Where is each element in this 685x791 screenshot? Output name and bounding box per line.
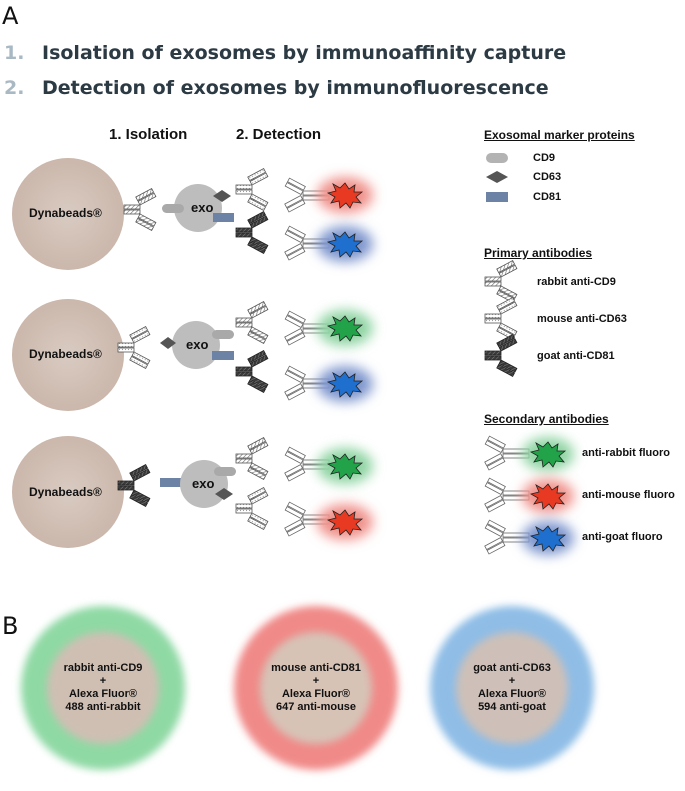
legend-markers-title: Exosomal marker proteins <box>484 128 635 142</box>
cd81-marker <box>212 351 234 360</box>
circle-3-line-2: + <box>508 675 516 687</box>
exosome <box>172 321 220 369</box>
circle-2-line-2: + <box>312 675 320 687</box>
circle-3-line-4: 594 anti-goat <box>478 701 546 713</box>
legend-cd63-label: CD63 <box>533 171 562 183</box>
legend-cd81-symbol <box>486 192 508 202</box>
column-header-detection: 2. Detection <box>236 126 322 143</box>
bead-core <box>47 632 159 744</box>
primary-antibody-rabbit <box>235 437 269 480</box>
legend-goat-antibody-symbol <box>484 334 518 377</box>
step-2-number: 2. <box>4 77 25 99</box>
step-2: 2. Detection of exosomes by immunofluores… <box>4 77 549 99</box>
dynabead <box>12 299 124 411</box>
legend-anti-goat-fluoro-label: anti-goat fluoro <box>582 531 663 543</box>
circle-3-line-3: Alexa Fluor® <box>477 688 546 700</box>
panel-b-circle-3-text: goat anti-CD63 + Alexa Fluor® 594 anti-g… <box>452 662 572 714</box>
panel-b-letter: B <box>2 612 19 640</box>
exo-label: exo <box>186 337 209 352</box>
primary-antibody-rabbit <box>235 301 269 344</box>
primary-antibody-mouse <box>235 487 269 530</box>
circle-3-line-1: goat anti-CD63 <box>473 662 551 674</box>
circle-1-line-1: rabbit anti-CD9 <box>63 662 143 674</box>
dynabead <box>12 158 124 270</box>
panel-b-circle-1-text: rabbit anti-CD9 + Alexa Fluor® 488 anti-… <box>43 662 163 714</box>
primary-antibody-goat <box>235 350 269 393</box>
cd81-marker <box>213 213 234 222</box>
dynabead <box>12 436 124 548</box>
legend-cd81-label: CD81 <box>533 191 562 203</box>
legend-rabbit-anti-cd9-label: rabbit anti-CD9 <box>537 276 616 288</box>
assay-row-1 <box>12 158 373 270</box>
legend-goat-anti-cd81-label: goat anti-CD81 <box>537 350 615 362</box>
primary-antibody-goat <box>235 211 269 254</box>
circle-2-line-1: mouse anti-CD81 <box>271 662 361 674</box>
panel-b-circle-3 <box>430 606 594 770</box>
cd9-marker <box>162 204 184 213</box>
legend-cd9-label: CD9 <box>533 152 556 164</box>
bead-core <box>260 632 372 744</box>
primary-antibody-mouse <box>235 168 269 211</box>
circle-1-line-3: Alexa Fluor® <box>68 688 137 700</box>
assay-row-2 <box>12 299 373 411</box>
panel-b-circle-2 <box>234 606 398 770</box>
legend-cd63-symbol <box>486 171 508 183</box>
bead-core <box>456 632 568 744</box>
cd81-marker <box>160 478 181 487</box>
panel-a-letter: A <box>2 2 19 30</box>
cd9-marker <box>214 467 236 476</box>
legend-cd9-symbol <box>486 153 508 163</box>
step-1-number: 1. <box>4 42 25 64</box>
circle-1-line-2: + <box>99 675 107 687</box>
assay-row-3 <box>12 436 373 548</box>
exosome <box>174 184 222 232</box>
cd9-marker <box>212 330 234 339</box>
legend-anti-rabbit-fluoro-label: anti-rabbit fluoro <box>582 447 670 459</box>
dynabeads-label: Dynabeads® <box>29 206 102 220</box>
panel-b-circle-2-text: mouse anti-CD81 + Alexa Fluor® 647 anti-… <box>256 662 376 714</box>
step-1-text: Isolation of exosomes by immunoaffinity … <box>42 42 567 64</box>
circle-2-line-4: 647 anti-mouse <box>275 701 357 713</box>
cd63-marker <box>213 190 231 202</box>
dynabeads-label: Dynabeads® <box>29 485 102 499</box>
panel-b-circle-1 <box>21 606 185 770</box>
cd63-marker <box>215 488 233 500</box>
legend-secondary-title: Secondary antibodies <box>484 412 609 426</box>
legend-mouse-anti-cd63-label: mouse anti-CD63 <box>537 313 627 325</box>
legend-anti-mouse-fluoro-label: anti-mouse fluoro <box>582 489 675 501</box>
column-header-isolation: 1. Isolation <box>109 126 188 143</box>
legend-mouse-antibody-symbol <box>484 297 518 340</box>
legend-rabbit-antibody-symbol <box>484 260 518 303</box>
exo-label: exo <box>192 476 215 491</box>
step-2-text: Detection of exosomes by immunofluoresce… <box>42 77 549 99</box>
cd63-marker <box>160 337 176 349</box>
step-1: 1. Isolation of exosomes by immunoaffinit… <box>4 42 566 64</box>
exo-label: exo <box>191 200 214 215</box>
circle-2-line-3: Alexa Fluor® <box>281 688 350 700</box>
dynabeads-label: Dynabeads® <box>29 347 102 361</box>
circle-1-line-4: 488 anti-rabbit <box>65 701 141 713</box>
legend-primary-title: Primary antibodies <box>484 246 593 260</box>
capture-antibody-rabbit <box>123 188 157 231</box>
